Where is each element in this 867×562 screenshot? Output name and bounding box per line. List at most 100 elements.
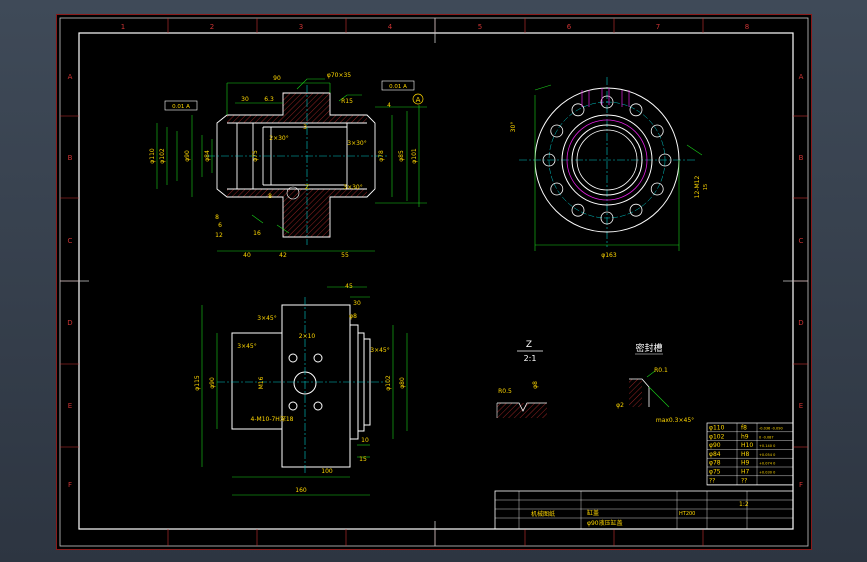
side-view: 12-M12 15 φ163 30°: [510, 77, 709, 259]
tolerance-box-2-text: 0.01 A: [389, 84, 407, 90]
zone-row-f: F: [68, 481, 72, 489]
dim-phi102: φ102: [159, 148, 166, 164]
chamfer-a: 3×45°: [257, 315, 276, 322]
centering-marks: [60, 18, 808, 546]
detail-z-phi: φ8: [532, 381, 539, 389]
dim-6b: 6: [218, 222, 222, 229]
seal-r: R0.1: [654, 367, 668, 374]
fit-table-fit: H7: [741, 469, 750, 476]
bolt-hole: [629, 203, 643, 217]
bore-inner: [576, 129, 638, 191]
left-boss: [231, 332, 283, 430]
fit-table-dev: -0.036 -0.090: [759, 427, 783, 431]
seal-detail-title: 密封槽: [635, 342, 662, 354]
title-part-type: 缸盖: [587, 509, 599, 517]
zone-row-b-right: B: [799, 154, 804, 162]
fit-table-dim: ??: [709, 477, 715, 484]
dim-4: 4: [387, 102, 391, 109]
fit-table-fit: H9: [741, 460, 750, 467]
holes-note: 12-M12: [694, 176, 701, 199]
fit-table-dev: +0.140 0: [759, 444, 775, 448]
zone-row-f-right: F: [799, 481, 803, 489]
detail-z: Z 2:1 R0.5 φ8: [496, 340, 547, 418]
detail-z-r: R0.5: [498, 388, 512, 395]
bolt-hole: [629, 103, 643, 117]
dim-z: Z: [305, 184, 309, 191]
bolt-hole: [550, 182, 564, 196]
dim-15: 15: [359, 456, 367, 463]
dim-6: 6.3: [264, 96, 274, 103]
zone-row-a-right: A: [799, 73, 804, 81]
dim-30-top: 30: [353, 300, 361, 307]
thread-note: 4-M10-7H深18: [251, 415, 294, 423]
dim-12: 12: [215, 232, 223, 239]
fit-table-dev: +0.030 0: [759, 471, 775, 475]
top-view: 45 30 3×45° 3×45° 3×45° φ8 2×10 4-M10-7H…: [194, 283, 408, 496]
seal-hatch: [629, 379, 642, 407]
zone-col-3: 3: [299, 23, 303, 31]
tolerance-box-1-text: 0.01 A: [172, 104, 190, 110]
dim-phi90-b: φ90: [209, 377, 216, 389]
zone-row-e: E: [68, 402, 72, 410]
zone-row-b: B: [68, 154, 73, 162]
bolt-hole: [600, 211, 614, 225]
dim-phi115: φ115: [194, 375, 201, 391]
dim-55: 55: [341, 252, 349, 259]
dim-r15: R15: [341, 98, 353, 105]
dim-phi102-b: φ102: [385, 375, 392, 391]
section-hatch-upper: [227, 93, 367, 123]
bolt-hole: [571, 103, 585, 117]
zone-col-1: 1: [121, 23, 125, 31]
zone-col-4: 4: [388, 23, 393, 31]
fit-table-dev: 0 -0.087: [759, 435, 774, 439]
dim-phi80: φ80: [399, 377, 406, 389]
bolt-hole-tl: [288, 353, 298, 363]
chamfer-c: 3×45°: [370, 347, 389, 354]
bolt-hole: [658, 153, 672, 167]
fit-table-dev: +0.054 0: [759, 453, 775, 457]
section-hatch-lower: [227, 189, 367, 237]
bolt-hole-tr: [313, 353, 323, 363]
bore-outer: [571, 124, 643, 196]
detail-z-callout: [286, 186, 300, 200]
tolerance-box-2: [381, 80, 415, 91]
dim-phi90: φ90: [184, 150, 191, 162]
zone-row-c: C: [68, 237, 73, 245]
dim-45: 45: [345, 283, 353, 290]
bolt-hole: [650, 124, 664, 138]
dim-3x30-b: 3×30°: [343, 184, 362, 191]
zone-col-8: 8: [745, 23, 749, 31]
fit-table-dim: φ84: [709, 451, 721, 458]
dim-phi75: φ75: [252, 150, 259, 162]
title-block: 机械图纸 缸盖 φ90液压缸盖 HT200 1:2: [494, 490, 794, 530]
fit-table-dev: +0.074 0: [759, 462, 775, 466]
zone-ticks: [60, 18, 808, 546]
bolt-hole: [542, 153, 556, 167]
bolt-hole: [550, 124, 564, 138]
front-section-view: A 0.01 A 0.01 A 90 φ70×35 30 6.3 R15 3 4…: [149, 72, 427, 259]
title-material: HT200: [679, 511, 695, 517]
seal-groove-detail: 密封槽 R0.1 max0.3×45° φ2: [616, 342, 694, 424]
dim-phi8: φ8: [349, 313, 357, 320]
phi-bottom: φ163: [601, 252, 617, 259]
zone-col-6: 6: [567, 23, 572, 31]
title-scale: 1:2: [739, 501, 749, 508]
dim-30: 30: [241, 96, 249, 103]
zone-col-7: 7: [656, 23, 660, 31]
bolt-hole-br: [313, 401, 323, 411]
bolt-holes: [542, 95, 672, 225]
boss-magenta: [566, 119, 648, 201]
dim-2x10: 2×10: [299, 333, 316, 340]
dim-10: 10: [361, 437, 369, 444]
dim-3a: 3: [303, 124, 307, 131]
dim-40: 40: [243, 252, 251, 259]
dim-160: 160: [295, 487, 307, 494]
detail-z-scale: 2:1: [524, 354, 537, 363]
dim-8a: 8: [215, 214, 219, 221]
fit-table-dim: φ78: [709, 460, 721, 467]
cad-drawing: 1 2 3 4 5 6 7 8 A B C D E F A B C D E F: [59, 17, 809, 547]
detail-z-title: Z: [526, 340, 532, 350]
dim-m16: M16: [258, 376, 265, 389]
dim-2x30: 2×30°: [269, 135, 288, 142]
